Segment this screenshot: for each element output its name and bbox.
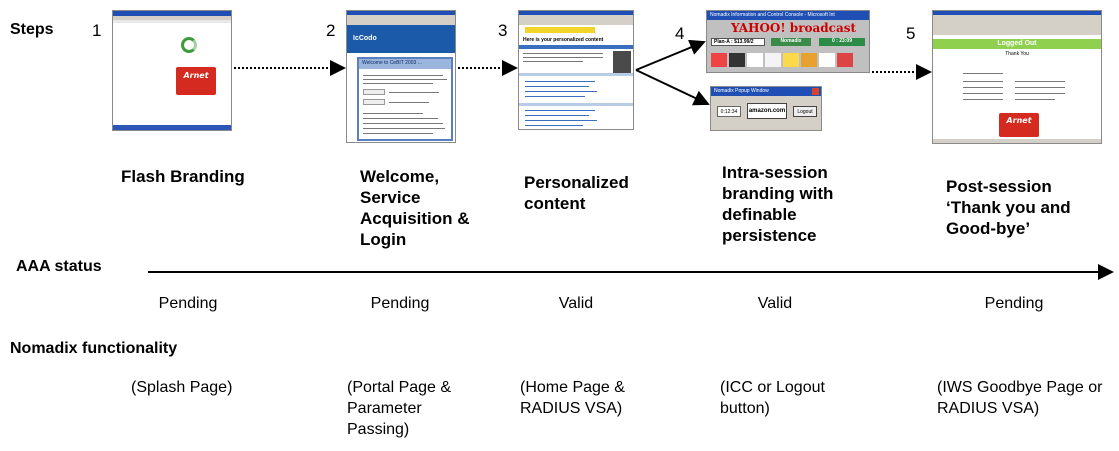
functionality-5: (IWS Goodbye Page or RADIUS VSA): [937, 379, 1103, 417]
icc-shortcut-icon[interactable]: [837, 53, 853, 67]
home-page-screenshot: Here is your personalized content: [518, 10, 634, 130]
step-title-2: Welcome, Service Acquisition & Login: [360, 167, 470, 249]
icc-shortcut-icon[interactable]: [729, 53, 745, 67]
personalized-heading: Here is your personalized content: [523, 37, 604, 43]
step-number-3: 3: [498, 21, 508, 40]
aaa-status-1: Pending: [158, 295, 218, 312]
icc-nomadix-button[interactable]: Nomadix: [771, 38, 811, 46]
icc-plan-select[interactable]: Plan-A : $13.99/2: [711, 38, 765, 46]
welcome-heading: Welcome to CeBIT 2003 ...: [362, 60, 422, 66]
step-title-4: Intra-session branding with definable pe…: [722, 163, 834, 245]
icc-shortcut-icon[interactable]: [783, 53, 799, 67]
amazon-logo: amazon.com: [747, 103, 787, 119]
aaa-status-4: Valid: [757, 295, 793, 312]
portal-logo: IcCodo: [353, 35, 377, 42]
icc-shortcut-icon[interactable]: [819, 53, 835, 67]
functionality-label: Nomadix functionality: [10, 340, 178, 357]
step-title-3: Personalized content: [524, 173, 629, 213]
arnet-logo: Arnet: [176, 67, 216, 95]
popup-time-display: 0:12:34: [717, 106, 741, 117]
functionality-4: (ICC or Logout button): [720, 379, 825, 417]
icc-window-screenshot: Nomadix Information and Control Console …: [706, 10, 870, 73]
step-title-5: Post-session ‘Thank you and Good-bye’: [946, 177, 1071, 238]
icc-shortcut-icon[interactable]: [765, 53, 781, 67]
aaa-status-5: Pending: [984, 295, 1044, 312]
functionality-3: (Home Page & RADIUS VSA): [520, 379, 625, 417]
profile-photo: [613, 51, 631, 75]
steps-label: Steps: [10, 21, 54, 38]
swirl-logo-icon: [181, 37, 197, 53]
aaa-status-2: Pending: [370, 295, 430, 312]
functionality-2: (Portal Page & Parameter Passing): [347, 379, 452, 438]
portal-page-screenshot: IcCodo Welcome to CeBIT 2003 ...: [346, 10, 456, 143]
aaa-status-label: AAA status: [16, 258, 102, 275]
goodbye-sub: Thank You: [1005, 51, 1029, 57]
logout-button[interactable]: Logout: [793, 106, 817, 117]
step-number-5: 5: [906, 24, 916, 43]
arrow-3-to-4a: [635, 39, 706, 71]
aaa-status-3: Valid: [558, 295, 594, 312]
icc-brand-logo: YAHOO! broadcast: [731, 21, 857, 35]
arrow-3-to-4b: [635, 69, 710, 106]
icc-shortcut-icon[interactable]: [711, 53, 727, 67]
step-number-4: 4: [675, 24, 685, 43]
welcome-panel: Welcome to CeBIT 2003 ...: [357, 57, 453, 141]
step-title-1: Flash Branding: [121, 167, 245, 186]
close-icon[interactable]: [812, 88, 819, 95]
functionality-1: (Splash Page): [131, 379, 233, 396]
step-number-2: 2: [326, 21, 336, 40]
popup-window-title: Nomadix Popup Window: [714, 88, 769, 94]
icc-window-title: Nomadix Information and Control Console …: [710, 12, 835, 18]
goodbye-heading: Logged Out: [933, 39, 1101, 49]
goodbye-page-screenshot: Logged Out Thank You Arnet: [932, 10, 1102, 144]
site-banner: [525, 27, 595, 33]
icc-shortcut-icon[interactable]: [747, 53, 763, 67]
arnet-logo: Arnet: [999, 113, 1039, 137]
icc-shortcut-icon[interactable]: [801, 53, 817, 67]
splash-page-screenshot: Arnet: [112, 10, 232, 131]
popup-window-screenshot: Nomadix Popup Window 0:12:34 amazon.com …: [710, 86, 822, 131]
step-number-1: 1: [92, 21, 102, 40]
icc-time-display: 0 : 23:09: [819, 38, 865, 46]
